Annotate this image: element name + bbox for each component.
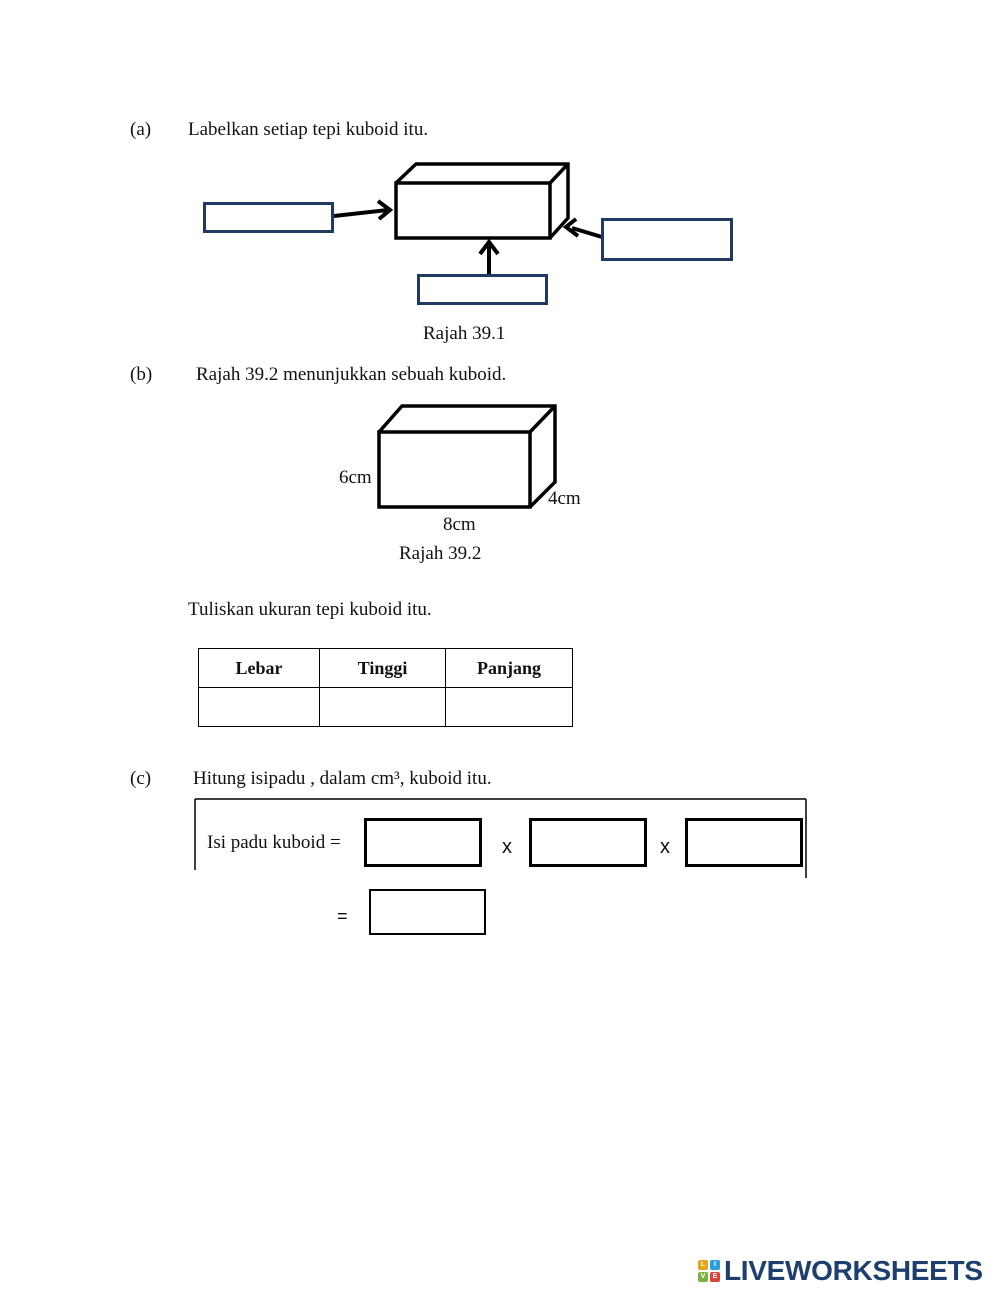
times-sign-1: x: [502, 836, 512, 858]
table-instruction: Tuliskan ukuran tepi kuboid itu.: [188, 599, 432, 620]
caption-39-2: Rajah 39.2: [399, 543, 482, 564]
cuboid-39-1: [394, 162, 570, 240]
part-a-label: (a): [130, 119, 152, 140]
header-tinggi: Tinggi: [319, 648, 446, 688]
logo-text: LIVEWORKSHEETS: [724, 1255, 983, 1286]
dimensions-table: Lebar Tinggi Panjang: [198, 648, 573, 727]
cuboid-39-2: [377, 404, 557, 509]
edge-label-input-bottom[interactable]: [417, 274, 548, 305]
dimension-width-label: 4cm: [548, 488, 581, 509]
part-c-instruction: Hitung isipadu , dalam cm³, kuboid itu.: [193, 768, 492, 789]
logo-mark-tile: E: [710, 1272, 720, 1282]
edge-label-input-left[interactable]: [203, 202, 334, 233]
volume-input-2[interactable]: [529, 818, 647, 867]
volume-frame: [194, 798, 807, 878]
edge-label-input-right[interactable]: [601, 218, 733, 261]
volume-input-3[interactable]: [685, 818, 803, 867]
formula-label: Isi padu kuboid =: [207, 832, 341, 853]
part-c-label: (c): [130, 768, 152, 789]
logo-mark-tile: V: [698, 1272, 708, 1282]
part-a-instruction: Labelkan setiap tepi kuboid itu.: [188, 119, 429, 140]
logo-mark-tile: I: [710, 1260, 720, 1270]
times-sign-2: x: [660, 836, 670, 858]
dimension-height-label: 6cm: [339, 467, 372, 488]
liveworksheets-logo: L I V E LIVEWORKSHEETS: [698, 1255, 983, 1287]
logo-mark-icon: L I V E: [698, 1260, 720, 1282]
dimension-length-label: 8cm: [443, 514, 476, 535]
logo-mark-tile: L: [698, 1260, 708, 1270]
caption-39-1: Rajah 39.1: [423, 323, 506, 344]
header-panjang: Panjang: [445, 648, 573, 688]
equals-sign: =: [337, 906, 348, 926]
arrows-39-1: [333, 199, 603, 276]
volume-result-input[interactable]: [369, 889, 486, 935]
part-b-instruction: Rajah 39.2 menunjukkan sebuah kuboid.: [196, 364, 507, 385]
part-b-label: (b): [130, 364, 153, 385]
volume-input-1[interactable]: [364, 818, 482, 867]
input-panjang[interactable]: [445, 687, 573, 727]
header-lebar: Lebar: [198, 648, 320, 688]
input-lebar[interactable]: [198, 687, 320, 727]
input-tinggi[interactable]: [319, 687, 446, 727]
